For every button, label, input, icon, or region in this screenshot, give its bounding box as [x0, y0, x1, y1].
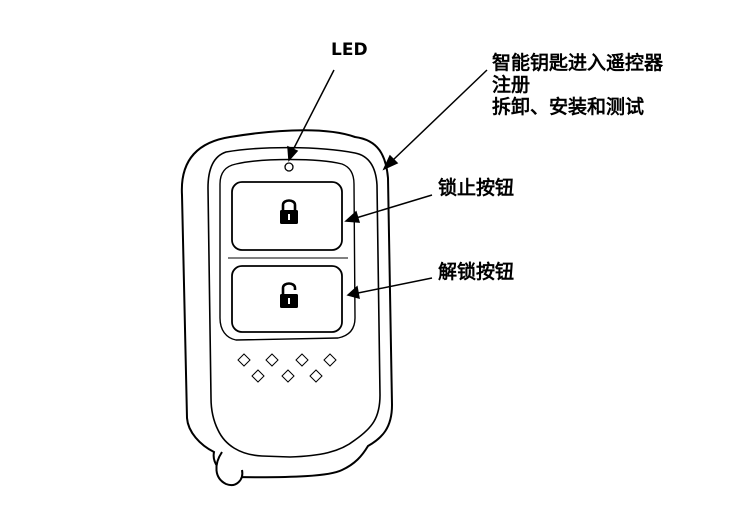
smart-key-label-line3: 拆卸、安装和测试: [492, 96, 645, 118]
unlock-button-arrowhead: [346, 285, 360, 300]
lock-button-arrowhead: [344, 210, 361, 223]
led-indicator: [284, 162, 294, 172]
led-label: LED: [331, 40, 368, 60]
unlock-button-label: 解锁按钮: [438, 261, 515, 283]
key-blade-tip: [215, 451, 244, 486]
padlock-open-icon: [280, 282, 298, 308]
smart-key-label-line2: 注册: [492, 74, 531, 96]
smart-key-label-line1: 智能钥匙进入遥控器: [492, 52, 664, 74]
led-arrowhead: [287, 145, 299, 162]
decorative-diamond-pattern: [237, 353, 337, 383]
smart-key-label: 智能钥匙进入遥控器 注册 拆卸、安装和测试: [492, 52, 663, 118]
leader-lines: [287, 69, 488, 300]
smart-key-arrowhead: [382, 154, 399, 171]
padlock-closed-icon: [280, 199, 298, 224]
lock-button-label: 锁止按钮: [438, 177, 515, 199]
